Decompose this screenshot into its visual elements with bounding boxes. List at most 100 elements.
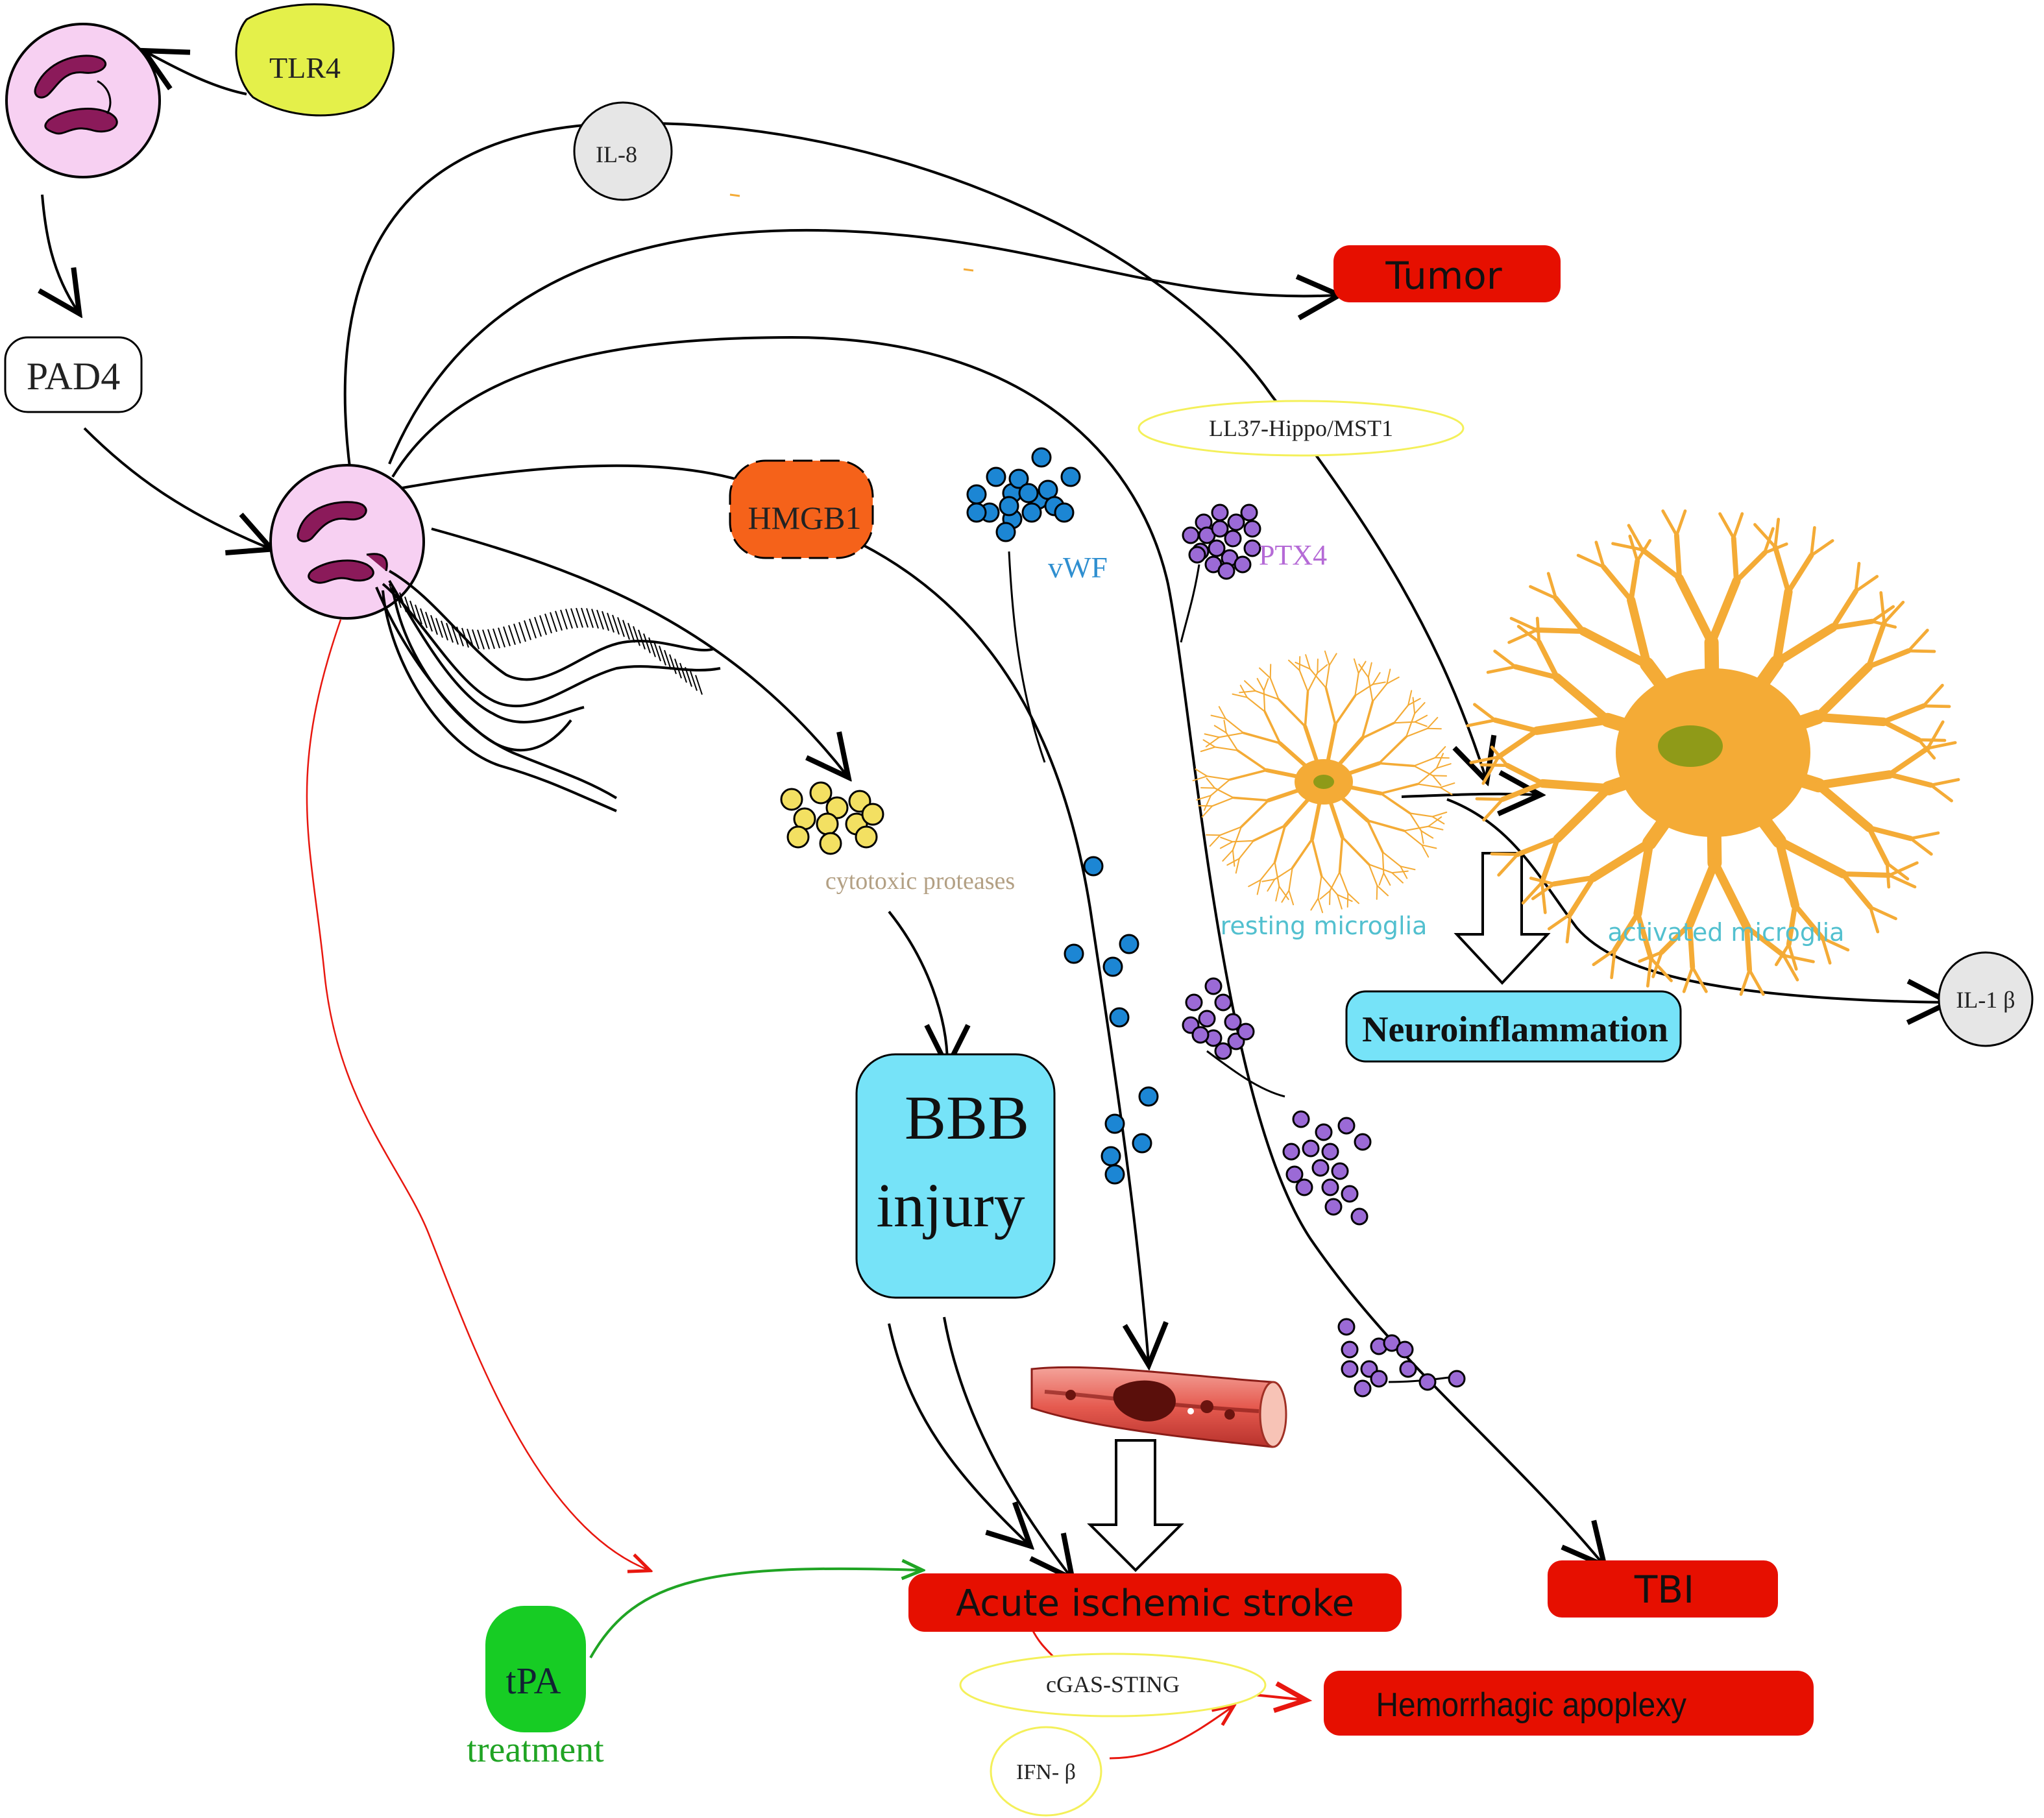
dna-rung — [404, 596, 412, 617]
resting-microglia-process — [1205, 736, 1220, 747]
hmgb1-node: HMGB1 — [729, 459, 874, 559]
activated-microglia-process — [1515, 836, 1561, 857]
resting-microglia-process — [1420, 830, 1424, 844]
dna-rung — [508, 625, 516, 646]
resting-microglia-process — [1240, 799, 1270, 829]
ptx4-dot — [1237, 1023, 1255, 1041]
activated-microglia-process — [1732, 512, 1744, 540]
resting-microglia-process — [1232, 693, 1248, 698]
resting-microglia-process — [1428, 816, 1442, 827]
resting-microglia-process — [1391, 870, 1409, 874]
tlr4-node: TLR4 — [235, 3, 395, 117]
resting-microglia-process — [1405, 712, 1416, 738]
resting-microglia-process — [1281, 890, 1290, 903]
activated-microglia-process — [1744, 924, 1786, 958]
activated-microglia-process — [1917, 738, 1936, 760]
activated-microglia-process — [1888, 873, 1917, 889]
dna-rung — [638, 629, 646, 650]
resting-microglia-process — [1317, 658, 1319, 674]
activated-microglia-process — [1553, 784, 1613, 843]
resting-microglia-process — [1202, 739, 1216, 748]
resting-microglia-process — [1195, 768, 1208, 777]
ptx4-dot — [1224, 1013, 1242, 1031]
resting-microglia-process — [1288, 890, 1295, 906]
tumor-label: Tumor — [1385, 254, 1502, 298]
arrow-neutrophil-to-proteases — [431, 527, 847, 775]
resting-microglia-process — [1431, 775, 1448, 777]
ptx4-stem-2 — [1206, 1050, 1285, 1098]
activated-microglia-process — [1814, 781, 1874, 832]
resting-microglia-process — [1414, 714, 1428, 723]
resting-microglia-process — [1206, 834, 1221, 836]
resting-microglia-process — [1204, 733, 1220, 738]
resting-microglia-process — [1434, 745, 1446, 758]
vwf-dot — [1083, 856, 1104, 877]
dna-rung — [612, 614, 620, 635]
resting-microglia-process — [1261, 879, 1276, 882]
activated-microglia-process — [1772, 623, 1838, 667]
dna-rung — [534, 616, 542, 637]
resting-microglia-process — [1239, 690, 1256, 694]
vwf-dot — [986, 467, 1006, 487]
activated-microglia-process — [1810, 526, 1816, 557]
activated-microglia-process — [1628, 558, 1640, 603]
activated-microglia-process — [1821, 936, 1850, 952]
ptx4-dot — [1292, 1110, 1310, 1128]
dna-rung — [659, 646, 666, 666]
activated-microglia-process — [1685, 858, 1720, 929]
ptx4-dot — [1337, 1318, 1356, 1336]
activated-microglia-process — [1687, 921, 1696, 970]
activated-microglia-process — [1813, 712, 1888, 727]
dna-rung — [425, 611, 433, 632]
vwf-dot — [1104, 1113, 1125, 1134]
resting-microglia-process — [1421, 844, 1430, 858]
resting-microglia-process — [1246, 696, 1266, 712]
hollow-arrows — [1087, 852, 1551, 1572]
dna-rung — [389, 583, 396, 604]
resting-microglia-process — [1209, 834, 1221, 847]
vwf-dot — [966, 484, 987, 505]
resting-microglia-process — [1341, 836, 1370, 866]
dna-rung — [529, 618, 537, 638]
dna-rung — [586, 608, 594, 628]
ptx4-dot — [1448, 1370, 1466, 1388]
resting-microglia-process — [1211, 797, 1234, 807]
dna-rung — [679, 662, 687, 683]
activated-microglia-process — [1772, 544, 1791, 595]
resting-microglia-process — [1372, 683, 1388, 703]
ptx4-dot — [1188, 546, 1206, 564]
ptx4-dot — [1240, 503, 1258, 522]
vwf-dot — [1060, 467, 1081, 487]
ptx4-dot — [1341, 1340, 1359, 1359]
dna-rung — [503, 626, 511, 647]
activated-microglia-process — [1500, 781, 1546, 802]
resting-microglia-process — [1317, 875, 1322, 899]
resting-microglia-process — [1386, 668, 1391, 685]
activated-microglia-process — [1675, 509, 1687, 537]
activated-microglia-process — [1868, 905, 1880, 934]
dna-rung — [560, 609, 568, 630]
activated-microglia-process — [1553, 596, 1587, 634]
activated-microglia-process — [1921, 704, 1951, 709]
resting-microglia-process — [1414, 721, 1428, 727]
arrow-tlr4-to-neutrophil — [146, 52, 247, 95]
resting-microglia-process — [1357, 661, 1367, 674]
ptx4-dot — [1315, 1123, 1333, 1141]
ptx4-dot — [1321, 1178, 1339, 1196]
resting-microglia-process — [1378, 762, 1415, 768]
activated-microglia-process — [1507, 628, 1539, 644]
ptx4-dot — [1324, 1198, 1343, 1216]
resting-microglia-process — [1412, 697, 1416, 714]
activated-microglia-process — [1538, 779, 1613, 793]
activated-microglia-process — [1854, 561, 1861, 593]
dna-rung — [617, 617, 625, 637]
resting-microglia-process — [1304, 690, 1309, 728]
activated-microglia-process — [1830, 618, 1875, 631]
dna-rung — [461, 627, 469, 648]
resting-microglia-process — [1220, 836, 1234, 843]
resting-microglia-process — [1378, 872, 1385, 886]
resting-microglia-process — [1413, 765, 1434, 777]
activated-microglia-process — [1627, 596, 1651, 669]
resting-microglia-process — [1405, 727, 1428, 738]
dna-rung — [399, 592, 407, 612]
